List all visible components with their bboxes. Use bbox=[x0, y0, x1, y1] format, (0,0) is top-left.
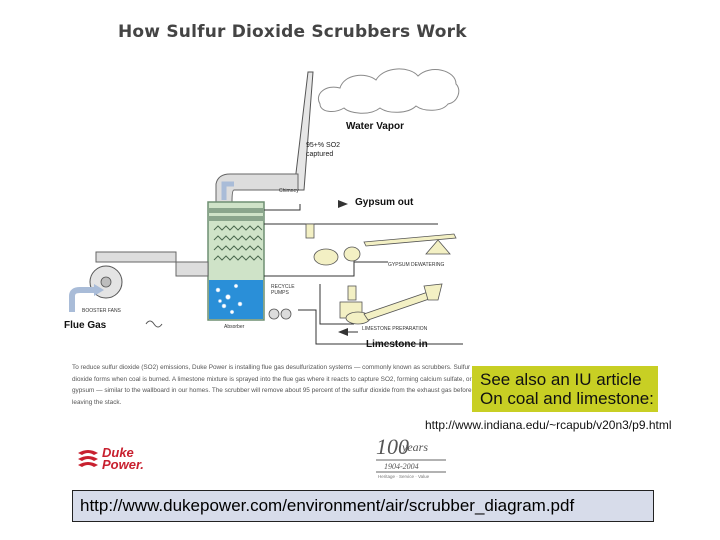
diagram-caption: To reduce sulfur dioxide (SO2) emissions… bbox=[72, 364, 472, 406]
flue-gas-arrowhead bbox=[94, 284, 104, 296]
scrubber-diagram bbox=[69, 68, 463, 345]
gypsum-out-label: Gypsum out bbox=[355, 197, 414, 208]
gypsum-out-arrowhead bbox=[338, 200, 348, 208]
anniversary-number: 100 bbox=[376, 434, 409, 459]
mist-eliminator-2 bbox=[208, 216, 264, 221]
duke-wordmark-line-2: Power. bbox=[102, 457, 144, 472]
recycle-pumps bbox=[268, 308, 292, 320]
duke-wordmark-line-1: Duke bbox=[102, 445, 134, 460]
limestone-in-label: Limestone in bbox=[366, 339, 428, 350]
anniversary-word: years bbox=[402, 440, 428, 454]
anniversary-tagline: Heritage · Service · Value bbox=[378, 474, 430, 479]
vapor-arrow bbox=[221, 181, 234, 200]
callout-line-2: On coal and limestone: bbox=[480, 389, 654, 408]
gypsum-dewatering-equipment bbox=[305, 223, 457, 266]
anniversary-range: 1904-2004 bbox=[384, 462, 419, 471]
chimney-label: Chimney bbox=[279, 188, 299, 194]
callout-line-1: See also an IU article bbox=[480, 370, 642, 389]
drain-line bbox=[145, 320, 163, 328]
chimney bbox=[293, 71, 314, 191]
captured-percent-label: 95+% SO2 bbox=[306, 142, 341, 149]
diagram-title: How Sulfur Dioxide Scrubbers Work bbox=[118, 22, 467, 42]
flue-gas-arrow bbox=[69, 287, 94, 312]
absorber-label: Absorber bbox=[224, 324, 245, 330]
limestone-preparation-equipment bbox=[339, 283, 443, 325]
source-url-link[interactable]: http://www.dukepower.com/environment/air… bbox=[72, 490, 654, 522]
anniversary-rules bbox=[376, 459, 446, 473]
iu-article-link[interactable]: http://www.indiana.edu/~rcapub/v20n3/p9.… bbox=[425, 418, 672, 432]
spray-headers bbox=[213, 225, 263, 261]
flue-gas-label: Flue Gas bbox=[64, 320, 107, 331]
recycle-pumps-label-2: PUMPS bbox=[271, 290, 289, 296]
bubbles bbox=[215, 283, 243, 315]
gypsum-dewatering-label: GYPSUM DEWATERING bbox=[388, 262, 445, 268]
booster-fans-label: BOOSTER FANS bbox=[82, 308, 121, 314]
outlet-duct bbox=[215, 173, 299, 203]
steam-cloud bbox=[318, 68, 460, 114]
duke-power-logo-icon bbox=[78, 450, 98, 467]
mist-eliminator-1 bbox=[208, 208, 264, 213]
limestone-arrowhead bbox=[338, 328, 348, 336]
captured-word-label: captured bbox=[306, 151, 334, 158]
iu-article-callout: See also an IU article On coal and limes… bbox=[472, 366, 658, 412]
process-lines bbox=[264, 204, 463, 345]
duke-power-wordmark: Duke Power. bbox=[102, 445, 144, 472]
inlet-duct bbox=[95, 251, 209, 277]
water-vapor-label: Water Vapor bbox=[346, 121, 404, 132]
recycle-pumps-label-1: RECYCLE bbox=[271, 284, 295, 290]
limestone-preparation-label: LIMESTONE PREPARATION bbox=[362, 326, 428, 332]
